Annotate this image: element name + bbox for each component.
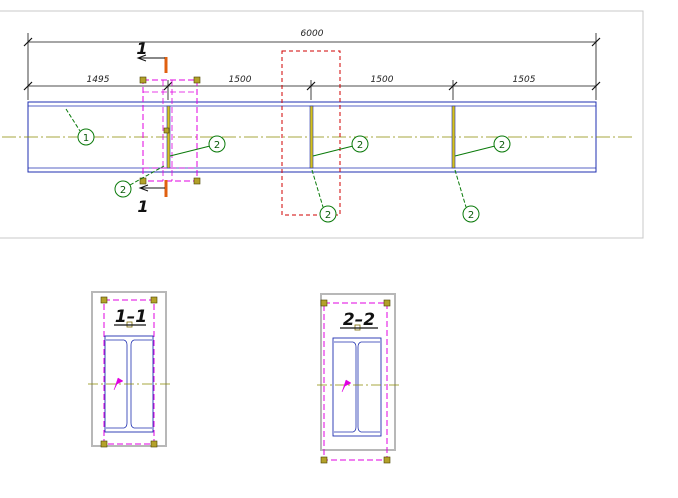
section-cut-mark-top[interactable]	[136, 54, 168, 73]
stiffener-2[interactable]	[309, 105, 314, 169]
section-mark-bottom-label: 1	[137, 197, 148, 216]
callout-stiffener-2a-label: 2	[357, 140, 363, 151]
callout-stiffener-3b-label: 2	[468, 210, 474, 221]
section-view-1-1-title: 1–1	[115, 307, 147, 327]
section-view-2-2[interactable]	[317, 293, 399, 464]
callout-stiffener-3a[interactable]: 2	[454, 135, 511, 157]
selection-box-stiffener-1[interactable]	[142, 79, 198, 182]
callout-beam[interactable]: 1	[65, 108, 95, 146]
section-cut-mark-bottom[interactable]	[138, 180, 168, 197]
segment-dimension-4: 1505	[513, 75, 536, 85]
stiffener-3[interactable]	[451, 105, 456, 169]
section-view-2-2-title: 2–2	[343, 310, 375, 330]
segment-dimension-1: 1495	[87, 75, 110, 85]
grip-handle-bottom-right[interactable]	[193, 177, 201, 185]
grip-handle-mid[interactable]	[163, 127, 170, 134]
callout-stiffener-3b[interactable]: 2	[454, 169, 480, 223]
main-view-frame	[0, 10, 644, 239]
grip-handle-top-left[interactable]	[139, 76, 147, 84]
callout-stiffener-1a-label: 2	[214, 140, 220, 151]
section-mark-top-label: 1	[136, 39, 147, 58]
callout-stiffener-2b[interactable]: 2	[311, 169, 337, 223]
section-view-1-1[interactable]	[88, 291, 172, 448]
section-2-2-ibeam	[332, 337, 382, 437]
callout-stiffener-2a[interactable]: 2	[312, 135, 369, 157]
segment-dimension-2: 1500	[229, 75, 252, 85]
grip-handle-top-right[interactable]	[193, 76, 201, 84]
stiffener-1[interactable]	[166, 105, 171, 169]
callout-stiffener-1b-label: 2	[120, 185, 126, 196]
callout-stiffener-3a-label: 2	[499, 140, 505, 151]
overall-dimension[interactable]: 6000	[23, 29, 601, 100]
segment-dimension-3: 1500	[371, 75, 394, 85]
overall-dimension-text: 6000	[301, 29, 324, 39]
detail-box[interactable]	[281, 50, 341, 216]
callout-stiffener-1b[interactable]: 2	[114, 165, 165, 198]
callout-beam-label: 1	[83, 133, 89, 144]
callout-stiffener-1a[interactable]: 2	[169, 135, 226, 157]
callout-stiffener-2b-label: 2	[325, 210, 331, 221]
segment-dimensions[interactable]: 1495 1500 1500 1505	[23, 75, 601, 100]
